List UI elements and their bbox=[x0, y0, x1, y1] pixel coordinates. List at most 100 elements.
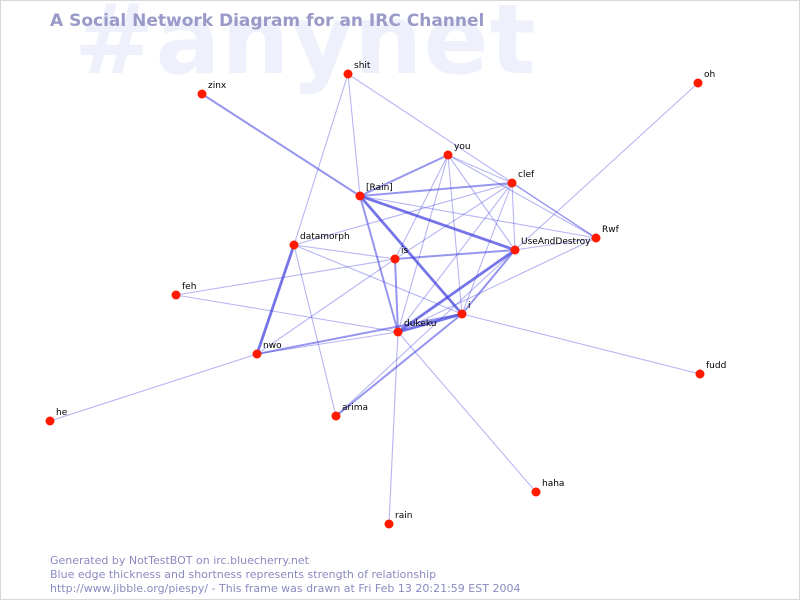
node-dot[interactable] bbox=[289, 240, 299, 250]
footer: Generated by NotTestBOT on irc.bluecherr… bbox=[50, 554, 520, 596]
node-dot[interactable] bbox=[457, 309, 467, 319]
node-label: oh bbox=[704, 70, 715, 80]
edge-rwf-dukeku bbox=[397, 237, 597, 333]
node-fudd[interactable]: fudd bbox=[695, 361, 727, 379]
node-datamorph[interactable]: datamorph bbox=[289, 232, 350, 250]
node-label: datamorph bbox=[300, 232, 350, 242]
node-label: rain bbox=[395, 511, 412, 521]
edge-useanddestroy-is bbox=[394, 249, 516, 260]
edge-useanddestroy-dukeku bbox=[397, 248, 516, 334]
node-you[interactable]: you bbox=[443, 142, 471, 160]
node-label: fudd bbox=[706, 361, 726, 371]
node-dot[interactable] bbox=[252, 349, 262, 359]
edge-dukeku-nwo bbox=[256, 331, 399, 355]
edge-is-feh bbox=[175, 258, 396, 296]
edge-useanddestroy-rwf bbox=[514, 237, 597, 251]
node-dot[interactable] bbox=[171, 290, 181, 300]
node-label: nwo bbox=[263, 341, 282, 351]
node-oh[interactable]: oh bbox=[693, 70, 716, 88]
node-label: is bbox=[401, 246, 409, 256]
node-dot[interactable] bbox=[393, 327, 403, 337]
edge-you-clef bbox=[447, 154, 513, 184]
edge-you-rwf bbox=[447, 154, 597, 239]
node-label: he bbox=[56, 408, 68, 418]
node-dot[interactable] bbox=[384, 519, 394, 529]
edge-clef-datamorph bbox=[293, 182, 513, 246]
node-haha[interactable]: haha bbox=[531, 479, 565, 497]
node-label: arima bbox=[342, 403, 368, 413]
edge-you-dukeku bbox=[397, 154, 449, 333]
node-label: haha bbox=[542, 479, 564, 489]
edge-dukeku-rain2 bbox=[388, 331, 399, 525]
edge-rain-useanddestroy bbox=[359, 194, 516, 252]
edge-datamorph-arima bbox=[293, 244, 337, 417]
node-dot[interactable] bbox=[443, 150, 453, 160]
footer-url-timestamp[interactable]: http://www.jibble.org/piespy/ - This fra… bbox=[50, 582, 521, 595]
edge-layer bbox=[49, 73, 701, 525]
node-rain2[interactable]: rain bbox=[384, 511, 413, 529]
edge-useanddestroy-i bbox=[461, 249, 516, 315]
node-rain[interactable]: [Rain] bbox=[355, 183, 393, 201]
edge-i-arima bbox=[335, 313, 463, 417]
footer-generated-by: Generated by NotTestBOT on irc.bluecherr… bbox=[50, 554, 309, 567]
edge-clef-is bbox=[394, 182, 513, 260]
node-label: shit bbox=[354, 61, 371, 71]
node-label: UseAndDestroy bbox=[521, 237, 591, 247]
node-dot[interactable] bbox=[695, 369, 705, 379]
edge-rain-i bbox=[358, 195, 464, 315]
edge-shit-rwf bbox=[347, 73, 597, 239]
node-nwo[interactable]: nwo bbox=[252, 341, 283, 359]
node-dot[interactable] bbox=[355, 191, 365, 201]
node-dot[interactable] bbox=[693, 78, 703, 88]
edge-rain-rwf bbox=[359, 195, 597, 239]
node-dot[interactable] bbox=[45, 416, 55, 426]
edge-i-fudd bbox=[461, 313, 701, 375]
node-label: zinx bbox=[208, 81, 227, 91]
node-dot[interactable] bbox=[331, 411, 341, 421]
edge-rain-you bbox=[359, 154, 449, 197]
node-dot[interactable] bbox=[343, 69, 353, 79]
channel-watermark: #anynet bbox=[74, 0, 537, 96]
edge-you-useanddestroy bbox=[447, 154, 516, 251]
node-useanddestroy[interactable]: UseAndDestroy bbox=[510, 237, 592, 255]
node-zinx[interactable]: zinx bbox=[197, 81, 227, 99]
edge-shit-rain bbox=[347, 73, 361, 197]
node-feh[interactable]: feh bbox=[171, 282, 197, 300]
edge-nwo-he bbox=[49, 353, 258, 422]
edge-useanddestroy-arima bbox=[335, 249, 516, 417]
node-label: Rwf bbox=[602, 225, 620, 235]
footer-legend-note: Blue edge thickness and shortness repres… bbox=[50, 568, 437, 581]
edge-rain-dukeku bbox=[359, 195, 399, 333]
edge-is-nwo bbox=[256, 258, 396, 355]
edge-you-is bbox=[394, 154, 449, 260]
node-dot[interactable] bbox=[510, 245, 520, 255]
edge-datamorph-is bbox=[293, 244, 396, 260]
node-i[interactable]: i bbox=[457, 301, 471, 319]
node-rwf[interactable]: Rwf bbox=[591, 225, 620, 243]
node-dot[interactable] bbox=[197, 89, 207, 99]
edge-is-dukeku bbox=[394, 258, 399, 333]
node-dot[interactable] bbox=[591, 233, 601, 243]
node-label: i bbox=[468, 301, 471, 311]
node-he[interactable]: he bbox=[45, 408, 68, 426]
node-label: clef bbox=[518, 170, 535, 180]
edge-zinx-rain bbox=[201, 93, 361, 197]
edge-i-nwo bbox=[256, 313, 463, 355]
node-is[interactable]: is bbox=[390, 246, 409, 264]
node-dukeku[interactable]: dukeku bbox=[393, 319, 437, 337]
diagram-title: A Social Network Diagram for an IRC Chan… bbox=[50, 11, 485, 31]
edge-oh-useanddestroy bbox=[514, 82, 699, 251]
node-arima[interactable]: arima bbox=[331, 403, 369, 421]
edge-clef-i bbox=[461, 182, 513, 315]
node-dot[interactable] bbox=[531, 487, 541, 497]
edge-rain-clef bbox=[359, 182, 513, 197]
node-label: dukeku bbox=[404, 319, 436, 329]
edge-datamorph-nwo bbox=[255, 244, 296, 355]
node-label: [Rain] bbox=[366, 183, 393, 193]
edge-dukeku-feh bbox=[175, 294, 399, 333]
node-shit[interactable]: shit bbox=[343, 61, 371, 79]
node-dot[interactable] bbox=[390, 254, 400, 264]
node-dot[interactable] bbox=[507, 178, 517, 188]
node-clef[interactable]: clef bbox=[507, 170, 535, 188]
